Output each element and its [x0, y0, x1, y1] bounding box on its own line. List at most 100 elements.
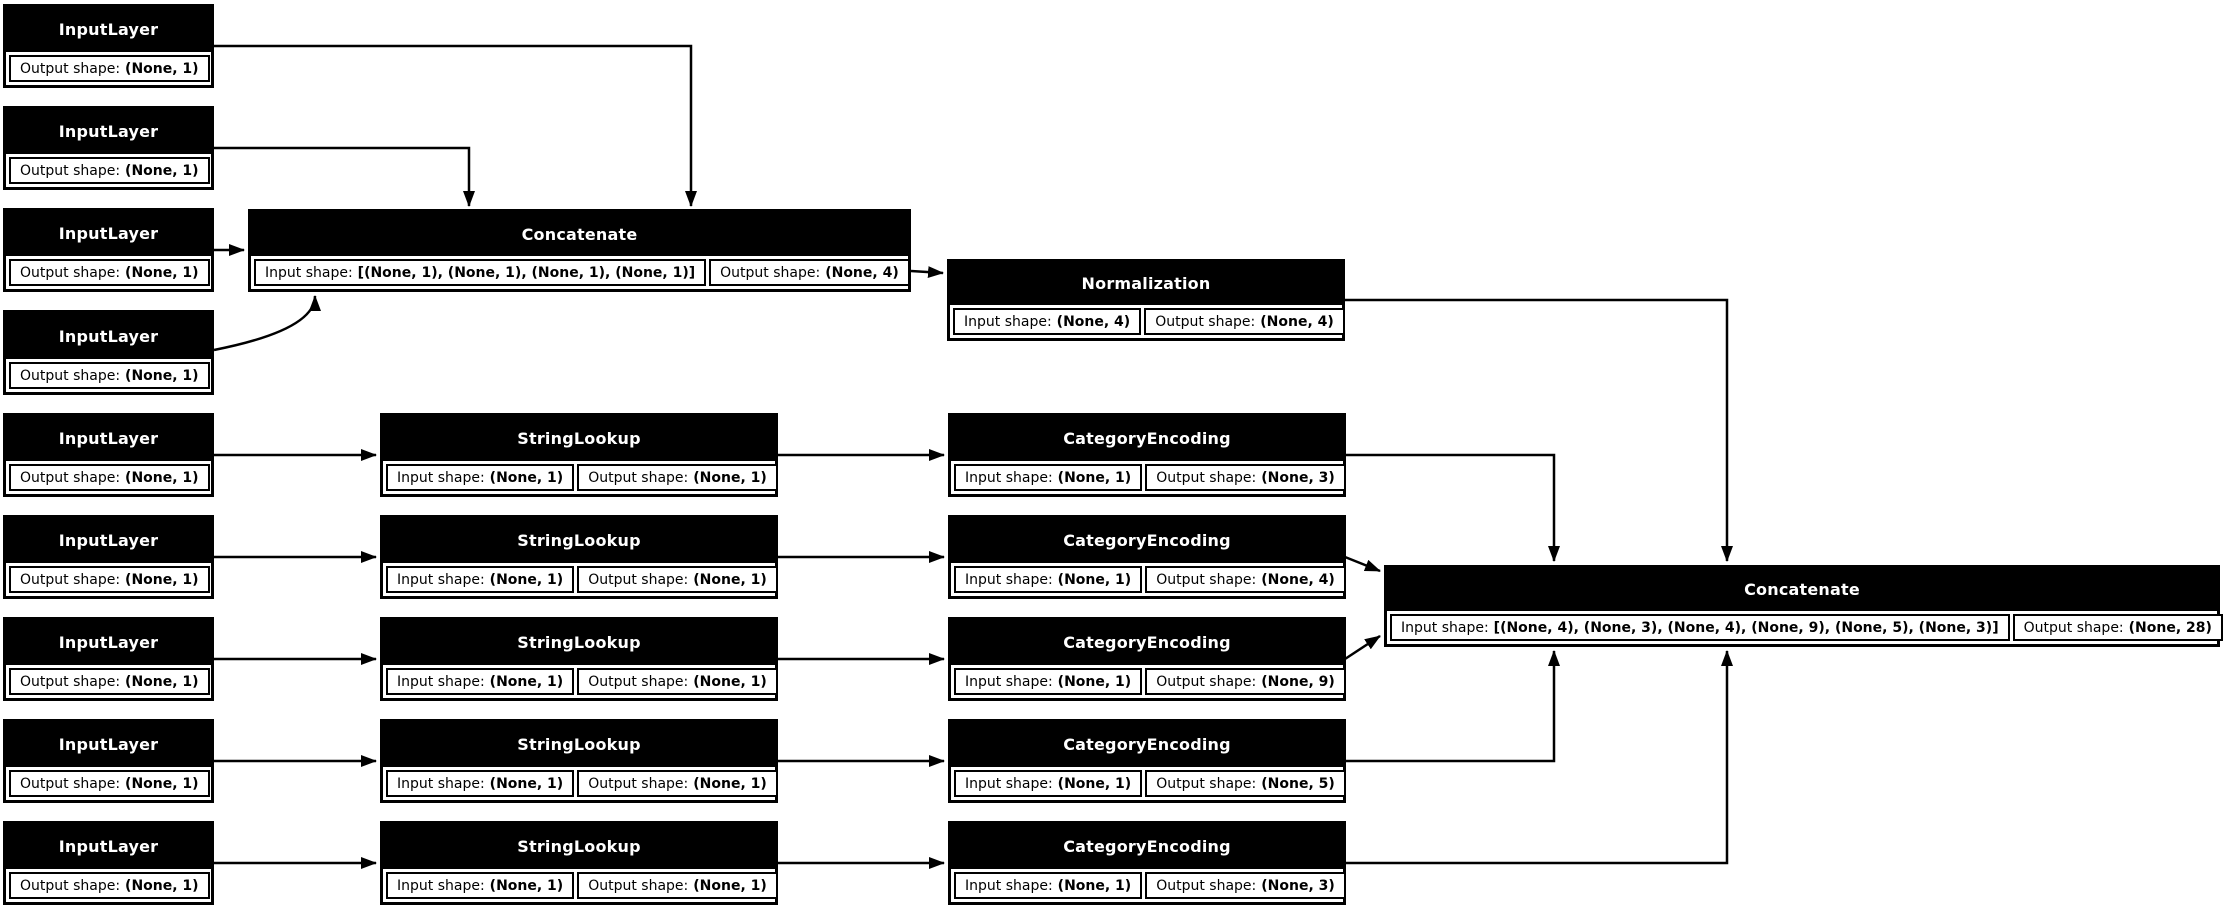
- output-shape-cell: Output shape:(None, 1): [9, 55, 210, 82]
- shape-label: Output shape:: [1156, 775, 1257, 792]
- output-shape-cell: Output shape:(None, 3): [1145, 872, 1346, 899]
- shape-value: (None, 1): [125, 775, 199, 792]
- input-shape-cell: Input shape:(None, 1): [954, 770, 1143, 797]
- shape-value: (None, 1): [489, 469, 564, 486]
- shape-label: Output shape:: [20, 162, 121, 179]
- output-shape-cell: Output shape:(None, 4): [1144, 308, 1345, 335]
- output-shape-cell: Output shape:(None, 1): [9, 157, 210, 184]
- shape-value: (None, 1): [489, 775, 564, 792]
- shape-value: (None, 1): [1057, 775, 1132, 792]
- shape-cells: Input shape:(None, 1)Output shape:(None,…: [951, 665, 1346, 698]
- shape-value: (None, 1): [489, 877, 564, 894]
- shape-label: Output shape:: [20, 673, 121, 690]
- layer-type-title: InputLayer: [6, 824, 211, 869]
- edge-concat1-to-norm: [910, 266, 944, 279]
- shape-value: (None, 4): [1261, 571, 1335, 588]
- shape-label: Output shape:: [2023, 619, 2124, 636]
- shape-label: Output shape:: [20, 264, 121, 281]
- output-shape-cell: Output shape:(None, 1): [9, 464, 210, 491]
- shape-value: (None, 1): [1057, 571, 1132, 588]
- shape-value: (None, 1): [1057, 877, 1132, 894]
- shape-cells: Input shape:(None, 1)Output shape:(None,…: [383, 563, 778, 596]
- shape-label: Input shape:: [1401, 619, 1489, 636]
- layer-type-title: InputLayer: [6, 211, 211, 256]
- output-shape-cell: Output shape:(None, 1): [577, 770, 778, 797]
- shape-cells: Output shape:(None, 1): [6, 563, 211, 596]
- shape-label: Output shape:: [20, 60, 121, 77]
- shape-value: (None, 1): [693, 571, 767, 588]
- input-shape-cell: Input shape:(None, 1): [386, 566, 575, 593]
- shape-cells: Output shape:(None, 1): [6, 359, 211, 392]
- output-shape-cell: Output shape:(None, 28): [2012, 614, 2223, 641]
- shape-value: (None, 3): [1261, 469, 1335, 486]
- shape-cells: Output shape:(None, 1): [6, 767, 211, 800]
- layer-type-title: InputLayer: [6, 313, 211, 359]
- shape-label: Output shape:: [588, 877, 689, 894]
- layer-type-title: StringLookup: [383, 416, 775, 461]
- output-shape-cell: Output shape:(None, 1): [577, 872, 778, 899]
- shape-cells: Output shape:(None, 1): [6, 154, 211, 187]
- layer-type-title: StringLookup: [383, 620, 775, 665]
- shape-cells: Input shape:(None, 1)Output shape:(None,…: [951, 461, 1346, 494]
- input-shape-cell: Input shape:(None, 1): [386, 872, 575, 899]
- shape-value: (None, 4): [1056, 313, 1131, 330]
- edge-norm-to-concat2: [1345, 298, 1733, 562]
- shape-value: (None, 1): [125, 367, 199, 384]
- edge-il2-to-concat1: [214, 146, 475, 207]
- shape-label: Output shape:: [1156, 571, 1257, 588]
- shape-label: Input shape:: [397, 877, 485, 894]
- edge-ce5-to-concat2: [1345, 650, 1733, 865]
- shape-cells: Output shape:(None, 1): [6, 461, 211, 494]
- layer-type-title: InputLayer: [6, 620, 211, 665]
- shape-label: Input shape:: [397, 571, 485, 588]
- input-shape-cell: Input shape:[(None, 4), (None, 3), (None…: [1390, 614, 2010, 641]
- shape-value: (None, 1): [693, 877, 767, 894]
- shape-label: Output shape:: [1156, 469, 1257, 486]
- output-shape-cell: Output shape:(None, 4): [709, 259, 910, 286]
- output-shape-cell: Output shape:(None, 1): [9, 259, 210, 286]
- edge-il1-to-concat1: [214, 44, 697, 207]
- edge-ce3-to-concat2: [1344, 634, 1381, 661]
- shape-value: (None, 5): [1261, 775, 1335, 792]
- shape-label: Output shape:: [20, 877, 121, 894]
- shape-label: Output shape:: [720, 264, 821, 281]
- output-shape-cell: Output shape:(None, 1): [9, 770, 210, 797]
- layer-type-title: InputLayer: [6, 109, 211, 154]
- shape-label: Output shape:: [1156, 877, 1257, 894]
- shape-cells: Output shape:(None, 1): [6, 869, 211, 902]
- shape-value: (None, 9): [1261, 673, 1335, 690]
- shape-cells: Input shape:(None, 1)Output shape:(None,…: [383, 767, 778, 800]
- shape-label: Input shape:: [397, 469, 485, 486]
- shape-label: Input shape:: [964, 313, 1052, 330]
- shape-label: Input shape:: [965, 775, 1053, 792]
- output-shape-cell: Output shape:(None, 1): [9, 872, 210, 899]
- shape-label: Output shape:: [20, 469, 121, 486]
- shape-value: (None, 3): [1261, 877, 1335, 894]
- layer-type-title: InputLayer: [6, 416, 211, 461]
- shape-value: (None, 1): [1057, 673, 1132, 690]
- shape-value: (None, 1): [125, 162, 199, 179]
- output-shape-cell: Output shape:(None, 5): [1145, 770, 1346, 797]
- input-shape-cell: Input shape:(None, 1): [954, 872, 1143, 899]
- output-shape-cell: Output shape:(None, 1): [9, 362, 210, 389]
- layer-type-title: StringLookup: [383, 722, 775, 767]
- output-shape-cell: Output shape:(None, 3): [1145, 464, 1346, 491]
- input-shape-cell: Input shape:[(None, 1), (None, 1), (None…: [254, 259, 707, 286]
- shape-value: (None, 1): [125, 877, 199, 894]
- shape-cells: Input shape:(None, 4) Output shape:(None,…: [950, 305, 1345, 338]
- edge-ce4-to-concat2: [1345, 650, 1560, 763]
